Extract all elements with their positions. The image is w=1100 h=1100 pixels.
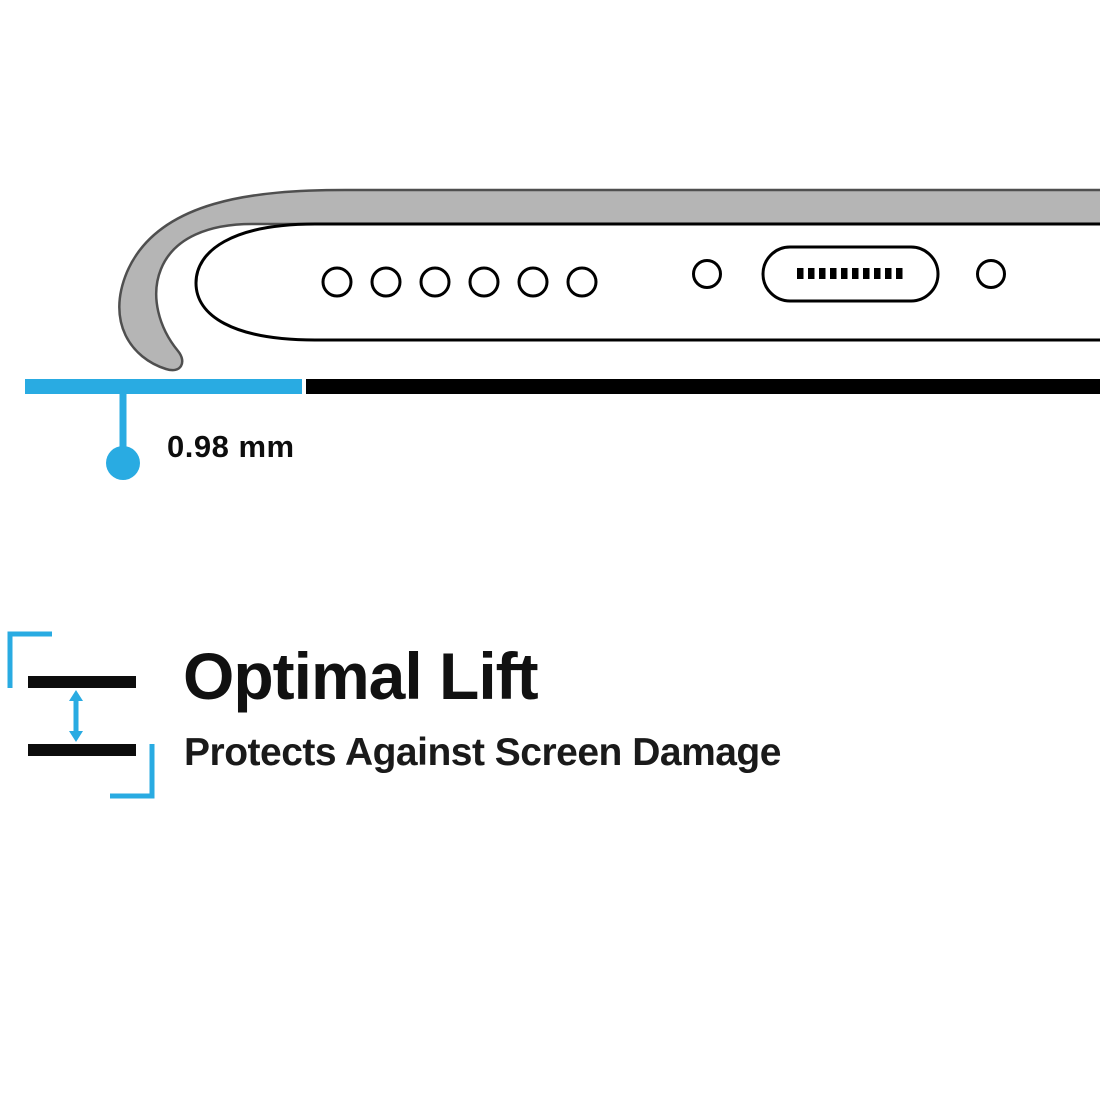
speaker-hole (566, 266, 598, 298)
double-arrow-icon (69, 690, 83, 742)
speaker-hole (321, 266, 353, 298)
charging-port (761, 245, 940, 303)
speaker-hole (468, 266, 500, 298)
lift-gap-icon (7, 631, 155, 799)
screw-hole-left (692, 259, 722, 289)
speaker-holes (321, 266, 598, 298)
charging-port-pins (797, 268, 903, 279)
bracket-top-left-icon (7, 631, 52, 688)
measurement-bar-accent (25, 379, 302, 394)
lift-icon-bottom-bar (28, 744, 136, 756)
case-lip (118, 188, 1100, 372)
charging-port-outline (761, 245, 940, 303)
feature-subtitle: Protects Against Screen Damage (184, 731, 781, 774)
bracket-bottom-right-icon (110, 744, 155, 799)
measurement-bar-dark (306, 379, 1100, 394)
speaker-hole (517, 266, 549, 298)
phone-case-illustration (25, 188, 1100, 480)
feature-title: Optimal Lift (183, 639, 539, 713)
lift-icon-top-bar (28, 676, 136, 688)
measurement-pointer-dot (106, 446, 140, 480)
speaker-hole (370, 266, 402, 298)
measurement-value: 0.98 mm (167, 429, 295, 464)
speaker-hole (419, 266, 451, 298)
measurement-pointer-line (119, 394, 127, 447)
screw-hole-right (976, 259, 1006, 289)
